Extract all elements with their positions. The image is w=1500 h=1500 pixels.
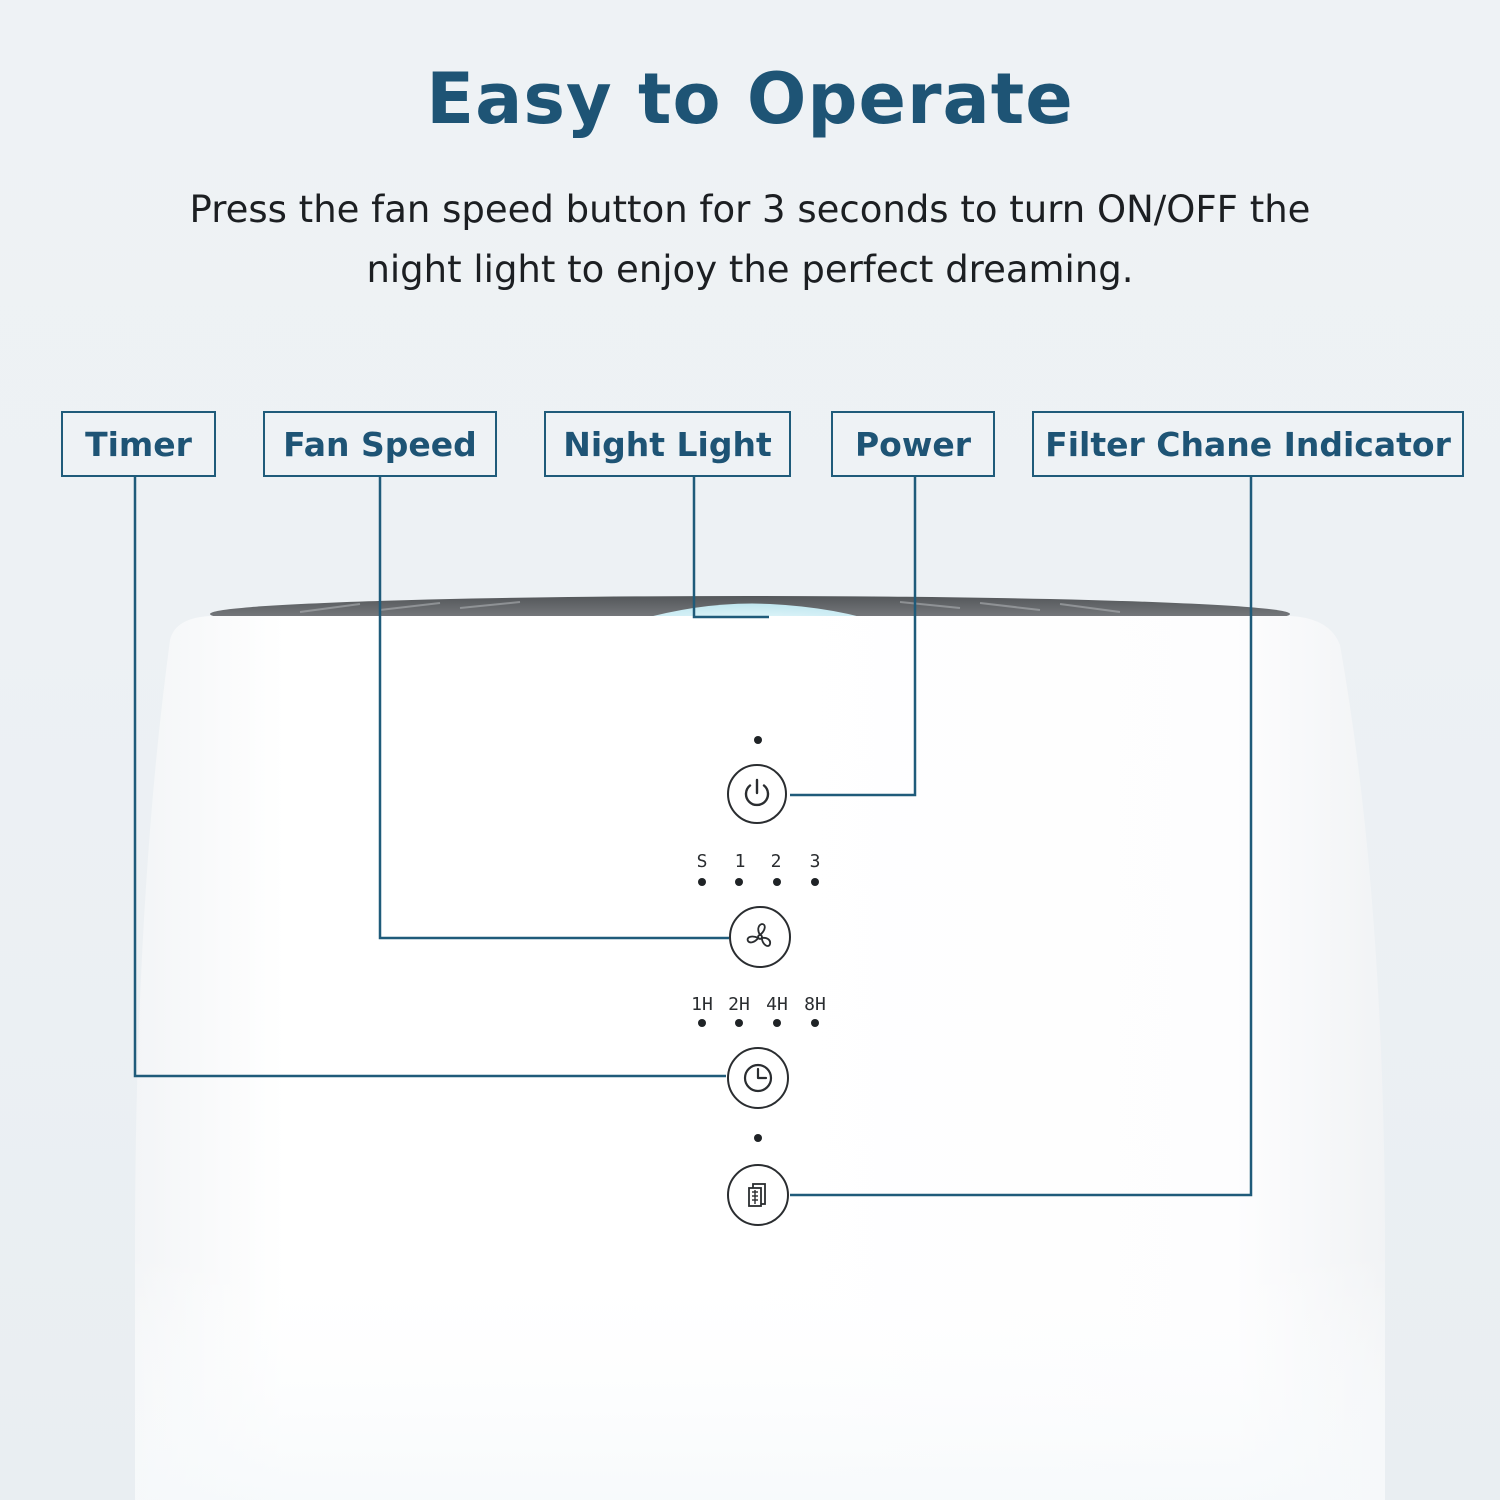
filter-icon [748, 1183, 766, 1207]
power-button[interactable] [727, 764, 787, 824]
label-power: Power [831, 411, 995, 477]
fan-level-dot-s [698, 878, 706, 886]
power-icon [744, 778, 770, 807]
fan-level-label-3: 3 [809, 851, 821, 872]
subtitle-line-2: night light to enjoy the perfect dreamin… [366, 248, 1134, 291]
leader-fan-speed [378, 477, 729, 940]
label-night-light: Night Light [544, 411, 791, 477]
page-title: Easy to Operate [426, 58, 1074, 140]
filter-change-indicator[interactable] [727, 1164, 789, 1226]
timer-level-label-1h: 1H [691, 994, 713, 1015]
timer-button[interactable] [727, 1047, 789, 1109]
subtitle: Press the fan speed button for 3 seconds… [100, 180, 1400, 300]
fan-icon [746, 923, 772, 947]
label-fan-speed: Fan Speed [263, 411, 497, 477]
grille-vanes [299, 601, 1121, 613]
subtitle-line-1: Press the fan speed button for 3 seconds… [189, 188, 1311, 231]
timer-level-dot-2h [735, 1019, 743, 1027]
fan-level-dot-3 [811, 878, 819, 886]
timer-level-dot-1h [698, 1019, 706, 1027]
fan-speed-button[interactable] [729, 906, 791, 968]
leader-filter [790, 477, 1253, 1197]
label-filter-indicator: Filter Chane Indicator [1032, 411, 1464, 477]
body-lower-fade [135, 1250, 1385, 1500]
fan-level-label-s: S [696, 851, 708, 872]
filter-indicator-dot [754, 1134, 762, 1142]
clock-icon [743, 1063, 773, 1093]
label-timer: Timer [61, 411, 216, 477]
power-indicator-dot [754, 736, 762, 744]
leader-power [790, 477, 917, 797]
fan-level-label-1: 1 [734, 851, 746, 872]
leader-night-light [692, 477, 769, 619]
leader-timer [133, 477, 726, 1078]
fan-level-dot-1 [735, 878, 743, 886]
timer-level-label-2h: 2H [728, 994, 750, 1015]
leader-lines [133, 477, 1253, 1197]
timer-level-dot-4h [773, 1019, 781, 1027]
timer-level-label-8h: 8H [804, 994, 826, 1015]
fan-level-dot-2 [773, 878, 781, 886]
fan-level-label-2: 2 [770, 851, 782, 872]
timer-level-dot-8h [811, 1019, 819, 1027]
timer-level-label-4h: 4H [766, 994, 788, 1015]
